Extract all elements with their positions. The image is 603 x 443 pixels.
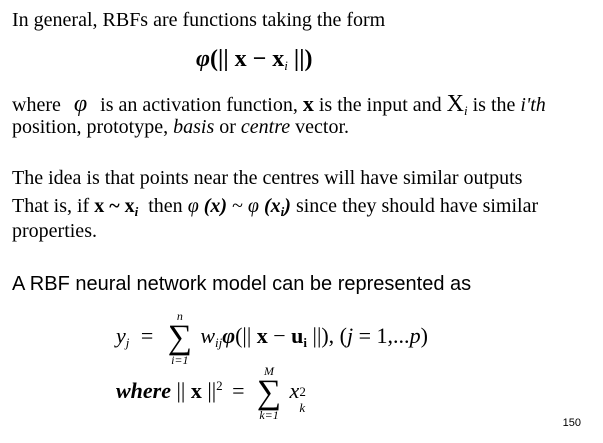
sum-m-upper-limit: M bbox=[264, 364, 275, 378]
rbf-phi: φ bbox=[222, 323, 236, 349]
formula-x: x bbox=[234, 46, 247, 72]
phi-of-xi-symbol: φ bbox=[247, 195, 259, 217]
inner-close: ||), ( bbox=[307, 323, 348, 349]
inner-minus: − bbox=[267, 323, 292, 349]
phi-of-xi-subscript: i bbox=[280, 204, 285, 219]
vector-word: vector. bbox=[295, 116, 350, 138]
input-text: is the input and bbox=[318, 94, 442, 116]
sum-upper-limit: n bbox=[176, 309, 183, 323]
phi-of-x-symbol: φ bbox=[187, 195, 199, 217]
summation-n: n ∑ i=1 bbox=[165, 310, 195, 366]
sigma-icon: ∑ bbox=[256, 374, 282, 411]
similar-text: since they should have similar bbox=[295, 195, 539, 217]
norm-x: x bbox=[190, 378, 202, 404]
position-line: position, prototype, basis or centre vec… bbox=[12, 116, 349, 138]
phi-of-xi-close: ) bbox=[284, 195, 291, 217]
norm-open: || bbox=[171, 378, 191, 404]
phi-of-x-arg: (x) bbox=[203, 195, 228, 217]
rbf-model-text: A RBF neural network model can be repres… bbox=[12, 273, 472, 295]
position-text: position, prototype, bbox=[12, 116, 169, 138]
output-j-subscript: j bbox=[125, 335, 130, 351]
centre-word: centre bbox=[240, 116, 291, 138]
centre-u: u bbox=[291, 323, 304, 349]
idea-line: The idea is that points near the centres… bbox=[12, 167, 522, 189]
then-word: then bbox=[148, 195, 183, 217]
activation-text: is an activation function, bbox=[100, 94, 298, 116]
approx-tilde: ~ bbox=[232, 195, 243, 217]
idea-text: The idea is that points near the centres… bbox=[12, 167, 523, 189]
index-j: j bbox=[347, 323, 354, 349]
phi-symbol: φ bbox=[196, 46, 211, 72]
properties-text: properties. bbox=[12, 220, 97, 242]
sum-lower-limit: i=1 bbox=[171, 353, 189, 367]
that-is-tilde: ~ bbox=[109, 195, 120, 217]
rbf-model-heading: A RBF neural network model can be repres… bbox=[12, 273, 471, 295]
formula-open: (|| bbox=[210, 46, 235, 72]
equals-sign: = bbox=[140, 323, 154, 349]
that-is-line: That is, if x ~ xi then φ (x) ~ φ (xi) s… bbox=[12, 195, 538, 223]
properties-line: properties. bbox=[12, 220, 97, 242]
formula-i-subscript: i bbox=[284, 58, 288, 73]
inner-x: x bbox=[256, 323, 268, 349]
formula-minus: − bbox=[246, 46, 273, 72]
ith-text: i'th bbox=[520, 94, 546, 116]
where-line: where φ is an activation function, x is … bbox=[12, 91, 546, 122]
phi-symbol-inline: φ bbox=[73, 91, 88, 117]
basis-word: basis bbox=[173, 116, 215, 138]
that-is-x: x bbox=[94, 195, 105, 217]
input-x: x bbox=[302, 91, 314, 116]
component-x: x bbox=[289, 378, 300, 404]
norm-equals: = bbox=[232, 378, 245, 404]
summation-m: M ∑ k=1 bbox=[254, 365, 284, 421]
centre-u-subscript: i bbox=[303, 335, 308, 351]
phi-of-xi-open: (x bbox=[264, 195, 281, 217]
inner-open: (|| bbox=[235, 323, 257, 349]
sigma-icon: ∑ bbox=[167, 319, 192, 356]
range-end: ) bbox=[420, 323, 428, 349]
centre-x: X bbox=[446, 91, 464, 117]
weight-w: w bbox=[200, 323, 215, 349]
formula-close: ||) bbox=[287, 46, 313, 72]
intro-text: In general, RBFs are functions taking th… bbox=[12, 9, 385, 31]
formula-xi: x bbox=[272, 46, 285, 72]
sum-m-lower-limit: k=1 bbox=[259, 408, 279, 422]
component-squared: 2 bbox=[299, 384, 306, 400]
is-the-text: is the bbox=[472, 94, 516, 116]
that-is-xi-subscript: i bbox=[134, 204, 139, 219]
where-label: where bbox=[116, 378, 171, 404]
that-is-text: That is, if bbox=[12, 195, 90, 217]
rbf-network-equation: yj = n ∑ i=1 wijφ(|| x − ui ||), (j = 1,… bbox=[116, 310, 428, 366]
component-k-subscript: k bbox=[299, 400, 306, 416]
norm-squared: 2 bbox=[216, 378, 223, 394]
or-word: or bbox=[219, 116, 236, 138]
where-word: where bbox=[12, 94, 61, 116]
page-number: 150 bbox=[562, 417, 581, 429]
centre-i-subscript: i bbox=[463, 103, 468, 118]
output-y: y bbox=[116, 323, 126, 349]
that-is-xi: x bbox=[124, 195, 135, 217]
range-text: = 1,... bbox=[353, 323, 410, 349]
weight-ij-subscript: ij bbox=[215, 335, 223, 351]
intro-sentence: In general, RBFs are functions taking th… bbox=[12, 9, 386, 31]
index-p: p bbox=[409, 323, 421, 349]
norm-close: || bbox=[201, 378, 217, 404]
rbf-general-formula: φ(|| x − xi ||) bbox=[196, 46, 312, 74]
